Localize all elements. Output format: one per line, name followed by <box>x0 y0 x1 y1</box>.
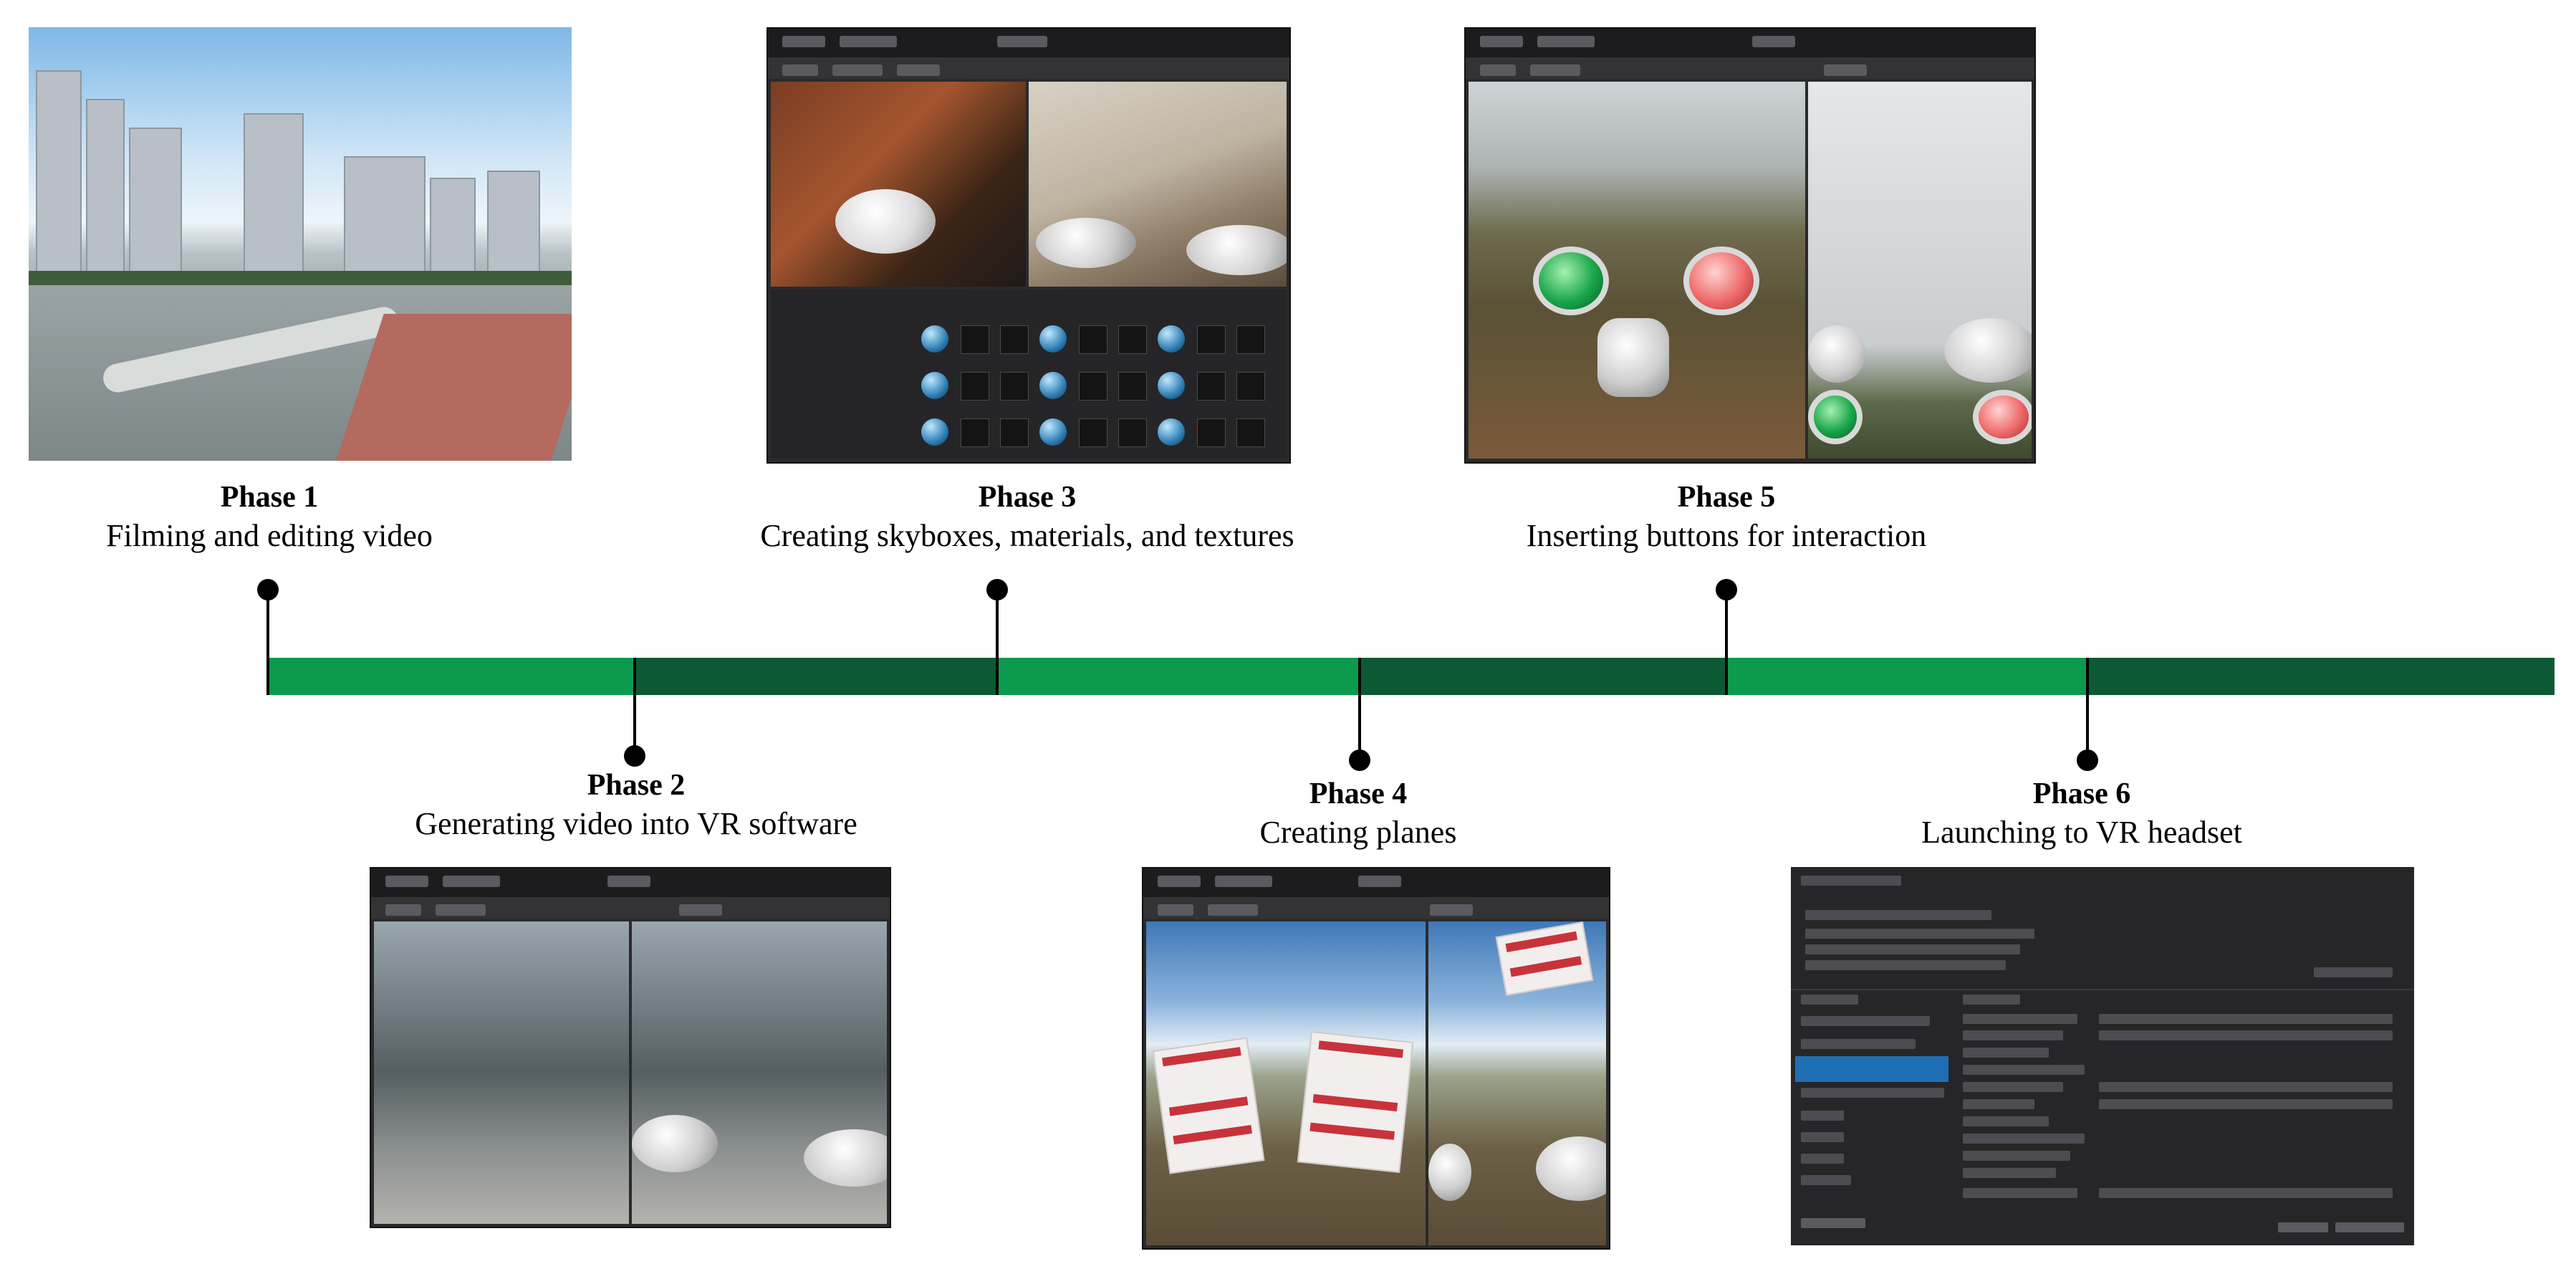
timeline-segment-1 <box>268 658 635 695</box>
phase-4-title: Phase 4 <box>1309 777 1408 810</box>
red-button-icon <box>1683 246 1759 315</box>
phase-1-screenshot <box>29 27 572 461</box>
phase-3-dot <box>986 579 1008 600</box>
phase-5-dot <box>1716 579 1737 600</box>
phase-2-title: Phase 2 <box>587 769 686 802</box>
phase-6-description: Launching to VR headset <box>1921 815 2242 850</box>
phase-4-screenshot <box>1142 867 1610 1250</box>
phase-5-label: Phase 5 Inserting buttons for interactio… <box>1404 479 2049 556</box>
phase-6-dot <box>2077 749 2098 771</box>
phase-3-title: Phase 3 <box>978 481 1077 514</box>
phase-1-stem <box>266 589 269 695</box>
phase-5-title: Phase 5 <box>1677 481 1776 514</box>
phase-6-title: Phase 6 <box>2032 777 2131 810</box>
phase-5-stem <box>1725 589 1728 695</box>
timeline-segment-6 <box>2087 658 2555 695</box>
phase-3-screenshot <box>766 27 1291 464</box>
phase-3-stem <box>996 589 999 695</box>
phase-6-stem <box>2086 658 2089 752</box>
phase-4-label: Phase 4 Creating planes <box>1036 775 1681 853</box>
phase-5-screenshot <box>1464 27 2036 464</box>
phase-2-description: Generating video into VR software <box>415 806 857 841</box>
phase-2-label: Phase 2 Generating video into VR softwar… <box>314 767 958 844</box>
phase-3-description: Creating skyboxes, materials, and textur… <box>760 518 1294 553</box>
phase-6-screenshot <box>1791 867 2414 1245</box>
phase-4-stem <box>1358 658 1361 752</box>
phase-1-title: Phase 1 <box>220 481 319 514</box>
timeline-segment-3 <box>997 658 1360 695</box>
phase-4-dot <box>1349 749 1370 771</box>
phase-1-description: Filming and editing video <box>106 518 433 553</box>
phase-2-stem <box>633 658 636 752</box>
timeline-segment-2 <box>635 658 997 695</box>
phase-4-description: Creating planes <box>1259 815 1457 850</box>
phase-2-screenshot <box>370 867 891 1228</box>
timeline-segment-4 <box>1360 658 1726 695</box>
phase-1-dot <box>257 579 279 600</box>
phase-5-description: Inserting buttons for interaction <box>1526 518 1927 553</box>
vr-controller-icon <box>1597 318 1669 397</box>
phase-1-label: Phase 1 Filming and editing video <box>0 479 592 556</box>
green-button-icon <box>1533 246 1609 315</box>
phase-2-dot <box>624 745 645 767</box>
phase-3-label: Phase 3 Creating skyboxes, materials, an… <box>705 479 1350 556</box>
timeline-segment-5 <box>1726 658 2087 695</box>
phase-6-label: Phase 6 Launching to VR headset <box>1759 775 2404 853</box>
